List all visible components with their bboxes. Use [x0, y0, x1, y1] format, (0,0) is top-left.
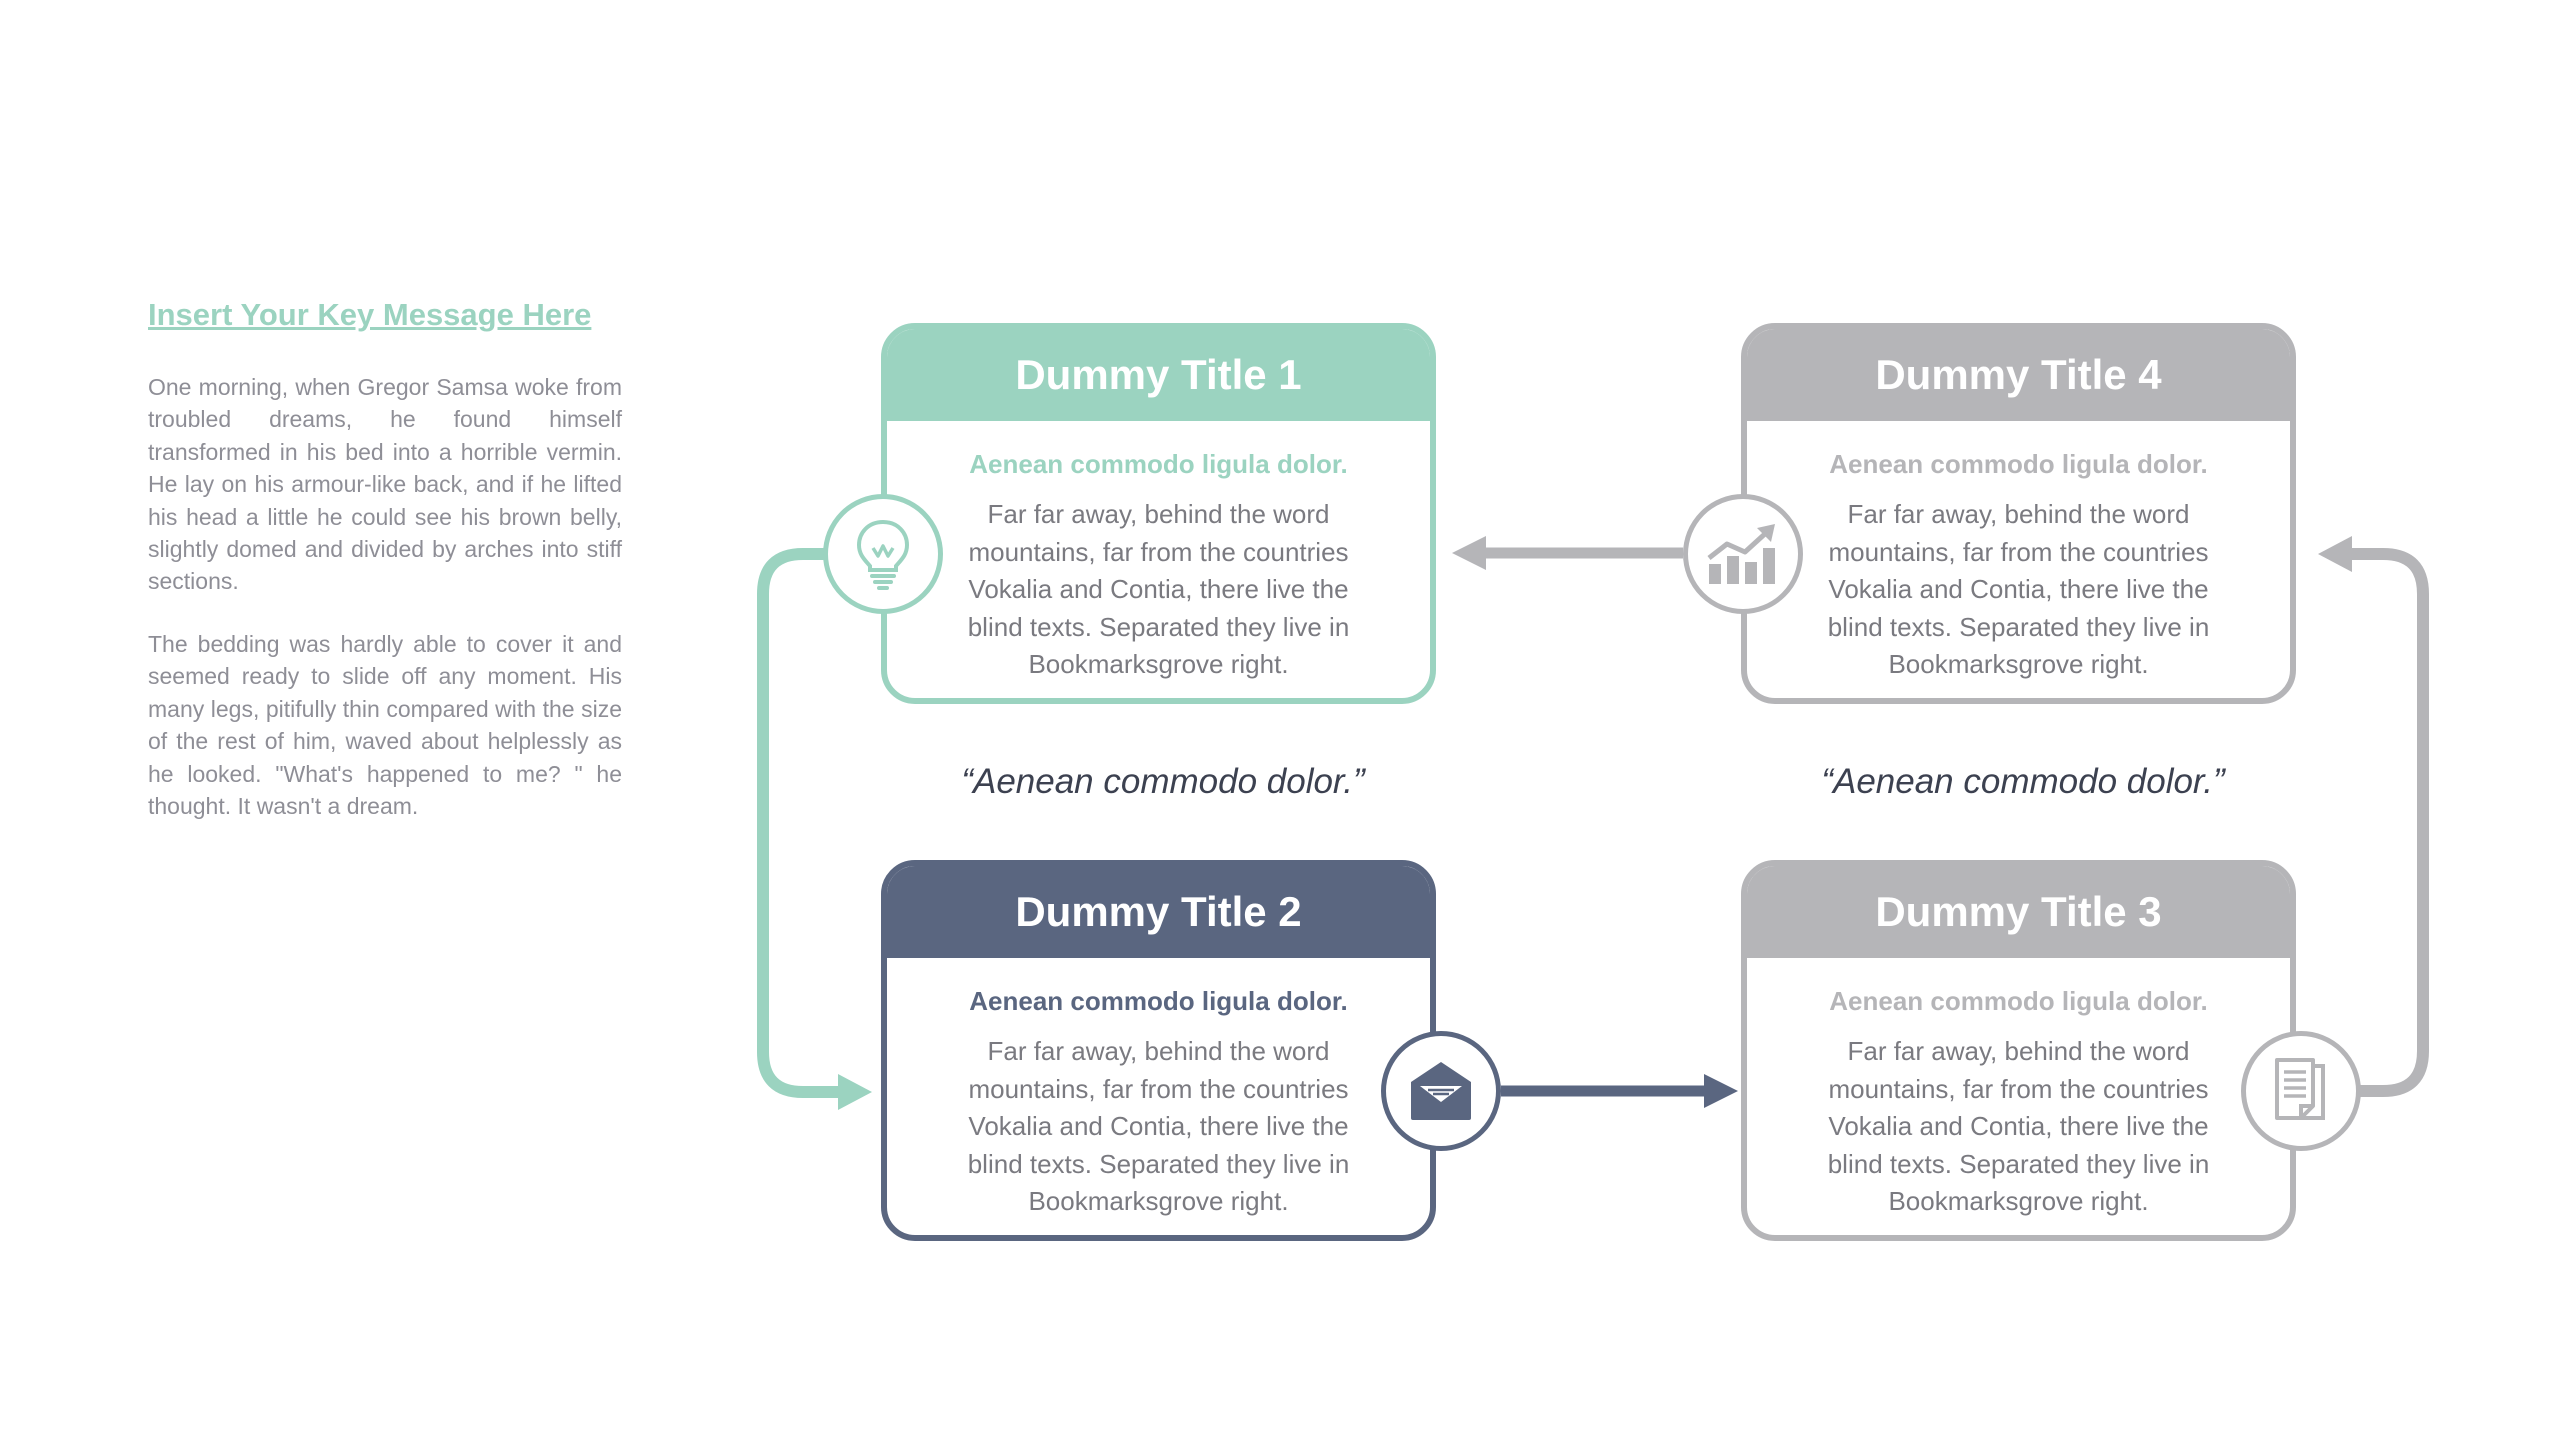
box-4-subtitle: Aenean commodo ligula dolor. — [1829, 449, 2208, 479]
step-box-4: Dummy Title 4 Aenean commodo ligula dolo… — [1741, 323, 2296, 704]
arrowhead-3-to-4 — [2318, 536, 2352, 572]
body-paragraph-1: One morning, when Gregor Samsa woke from… — [148, 374, 622, 595]
envelope-icon-circle — [1381, 1031, 1501, 1151]
box-2-title: Dummy Title 2 — [887, 866, 1430, 958]
quote-right: “Aenean commodo dolor.” — [1821, 762, 2225, 801]
arrowhead-1-to-2 — [838, 1074, 872, 1110]
box-4-body: Far far away, behind the word mountains,… — [1827, 499, 2210, 679]
box-1-subtitle: Aenean commodo ligula dolor. — [969, 449, 1348, 479]
arrowhead-4-to-1 — [1452, 536, 1486, 570]
box-3-body: Far far away, behind the word mountains,… — [1827, 1036, 2210, 1216]
document-icon-circle — [2241, 1031, 2361, 1151]
body-paragraph-2: The bedding was hardly able to cover it … — [148, 631, 622, 820]
connector-1-to-2 — [757, 548, 856, 1098]
step-box-2: Dummy Title 2 Aenean commodo ligula dolo… — [881, 860, 1436, 1241]
box-4-title: Dummy Title 4 — [1747, 329, 2290, 421]
arrowhead-2-to-3 — [1704, 1074, 1738, 1108]
box-2-subtitle: Aenean commodo ligula dolor. — [969, 986, 1348, 1016]
quote-left: “Aenean commodo dolor.” — [961, 762, 1365, 801]
lightbulb-icon-circle — [823, 494, 943, 614]
box-1-title: Dummy Title 1 — [887, 329, 1430, 421]
box-2-body: Far far away, behind the word mountains,… — [967, 1036, 1350, 1216]
step-box-1: Dummy Title 1 Aenean commodo ligula dolo… — [881, 323, 1436, 704]
connector-3-to-4 — [2334, 548, 2429, 1097]
growth-chart-icon-circle — [1683, 494, 1803, 614]
lightbulb-icon — [856, 519, 910, 590]
step-box-3: Dummy Title 3 Aenean commodo ligula dolo… — [1741, 860, 2296, 1241]
box-1-body: Far far away, behind the word mountains,… — [967, 499, 1350, 679]
box-3-subtitle: Aenean commodo ligula dolor. — [1829, 986, 2208, 1016]
key-message-title[interactable]: Insert Your Key Message Here — [148, 297, 592, 332]
growth-chart-icon — [1707, 524, 1775, 584]
box-3-title: Dummy Title 3 — [1747, 866, 2290, 958]
document-icon — [2275, 1058, 2325, 1120]
envelope-icon — [1411, 1062, 1471, 1120]
